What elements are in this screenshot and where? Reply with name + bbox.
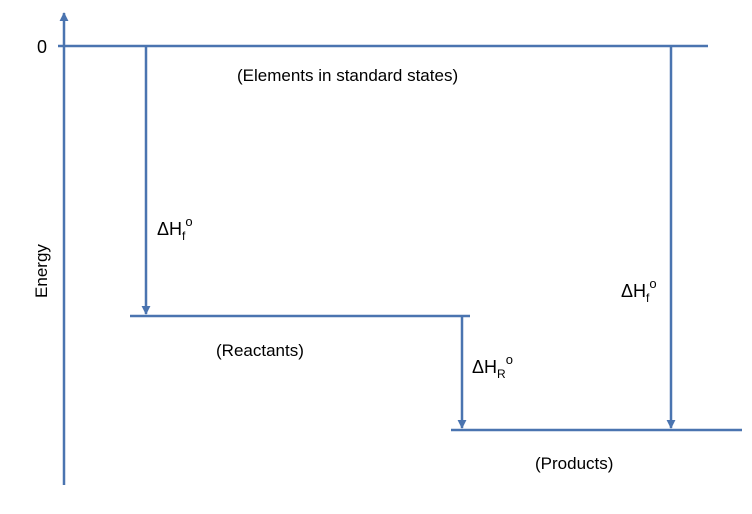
reactants-formation-label: ΔHfo <box>157 214 193 243</box>
reactants-level-label: (Reactants) <box>216 341 304 360</box>
elements-level-label: (Elements in standard states) <box>237 66 458 85</box>
products-level-label: (Products) <box>535 454 613 473</box>
energy-axis-label: Energy <box>32 244 51 298</box>
zero-label: 0 <box>37 37 47 57</box>
reaction-enthalpy-label: ΔHRo <box>472 352 513 381</box>
products-formation-label: ΔHfo <box>621 276 657 305</box>
